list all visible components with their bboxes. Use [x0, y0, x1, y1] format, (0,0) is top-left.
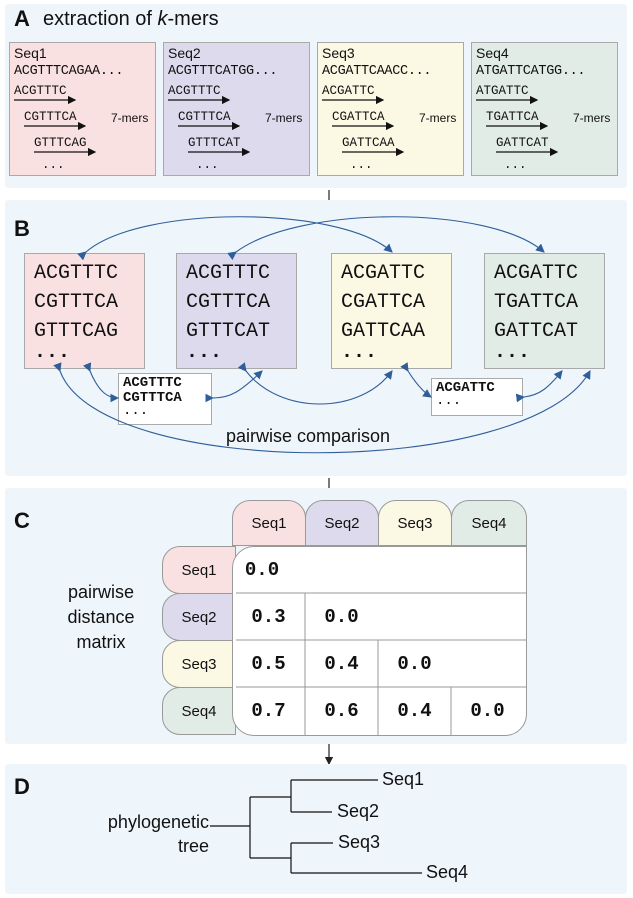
- kmer: CGTTTCA: [186, 291, 271, 314]
- kmer: GATTCAA: [341, 320, 426, 343]
- kmer-length-label: 7-mers: [111, 111, 149, 125]
- panel-d-label: D: [14, 774, 30, 799]
- kmer-set-seq1: ACGTTTC CGTTTCA GTTTCAG ...: [24, 253, 145, 369]
- matrix-cell: 0.0: [324, 606, 359, 628]
- kmer: CGATTCA: [332, 110, 385, 124]
- column-header-seq3: Seq3: [378, 500, 452, 546]
- kmer-ellipsis: ...: [494, 341, 531, 364]
- shared-kmer: ACGTTTC: [123, 375, 182, 391]
- matrix-cell: 0.0: [244, 559, 280, 581]
- seq-sequence: ACGTTTCATGG...: [168, 64, 278, 79]
- matrix-cell: 0.3: [251, 606, 286, 628]
- kmer: GATTCAT: [496, 136, 549, 150]
- kmer-ellipsis: ...: [341, 341, 378, 364]
- kmer: GTTTCAT: [188, 136, 241, 150]
- shared-kmers-seq3-seq4: ACGATTC ...: [431, 378, 523, 416]
- panel-a-title: extraction of k-mers: [43, 8, 219, 30]
- kmer: CGATTCA: [341, 291, 426, 314]
- seq-sequence: ATGATTCATGG...: [476, 64, 586, 79]
- row-header-seq1: Seq1: [162, 546, 236, 594]
- seq-name: Seq4: [476, 45, 509, 61]
- kmer-ellipsis: ...: [34, 341, 71, 364]
- kmer-ellipsis: ...: [186, 341, 223, 364]
- kmer: GATTCAT: [494, 320, 579, 343]
- shared-kmer-ellipsis: ...: [123, 403, 149, 419]
- column-header-seq1: Seq1: [232, 500, 306, 546]
- kmer: CGTTTCA: [34, 291, 119, 314]
- kmer-length-label: 7-mers: [573, 111, 611, 125]
- kmer: ACGATTC: [322, 84, 375, 98]
- panel-b-label: B: [14, 216, 30, 241]
- matrix-cell: 0.0: [397, 653, 432, 675]
- matrix-cell: 0.4: [397, 700, 432, 722]
- panel-d: D phylogenetic tree: [5, 764, 627, 894]
- kmer-ellipsis: ...: [350, 158, 373, 172]
- kmer: ACGTTTC: [14, 84, 67, 98]
- matrix-side-label: pairwise distance matrix: [67, 582, 135, 652]
- matrix-cell: 0.0: [470, 700, 505, 722]
- tree-leaf-seq4: Seq4: [426, 862, 469, 882]
- seq4-box: Seq4 ATGATTCATGG... ATGATTC TGATTCA GATT…: [471, 42, 618, 176]
- kmer-ellipsis: ...: [196, 158, 219, 172]
- shared-kmer-ellipsis: ...: [436, 393, 462, 409]
- tree-leaf-seq2: Seq2: [337, 801, 380, 821]
- kmer: GTTTCAT: [186, 320, 271, 343]
- seq-name: Seq2: [168, 45, 201, 61]
- seq-name: Seq1: [14, 45, 47, 61]
- column-header-seq2: Seq2: [305, 500, 379, 546]
- tree-side-label: phylogenetic tree: [107, 812, 209, 856]
- column-header-seq4: Seq4: [451, 500, 527, 546]
- kmer: ATGATTC: [476, 84, 529, 98]
- seq-name: Seq3: [322, 45, 355, 61]
- seq1-box: Seq1 ACGTTTCAGAA... ACGTTTC CGTTTCA GTTT…: [9, 42, 156, 176]
- shared-kmers-seq1-seq2: ACGTTTC CGTTTCA ...: [118, 373, 212, 425]
- kmer-ellipsis: ...: [504, 158, 527, 172]
- kmer-length-label: 7-mers: [419, 111, 457, 125]
- kmer: GTTTCAG: [34, 320, 119, 343]
- kmer: ACGATTC: [494, 262, 579, 285]
- distance-matrix: [232, 546, 527, 736]
- row-header-seq4: Seq4: [162, 687, 236, 735]
- kmer: GATTCAA: [342, 136, 395, 150]
- kmer-ellipsis: ...: [42, 158, 65, 172]
- kmer: TGATTCA: [486, 110, 539, 124]
- panel-a: A extraction of k-mers Seq1 ACGTTTCAGAA.…: [5, 4, 627, 188]
- matrix-cell: 0.7: [251, 700, 286, 722]
- kmer-set-seq4: ACGATTC TGATTCA GATTCAT ...: [484, 253, 605, 369]
- tree-leaf-seq1: Seq1: [382, 769, 425, 789]
- matrix-cell: 0.4: [324, 653, 359, 675]
- matrix-cell: 0.5: [251, 653, 286, 675]
- row-header-seq2: Seq2: [162, 593, 236, 641]
- pairwise-comparison-caption: pairwise comparison: [226, 426, 391, 446]
- kmer: ACGTTTC: [186, 262, 271, 285]
- kmer-set-seq2: ACGTTTC CGTTTCA GTTTCAT ...: [176, 253, 297, 369]
- kmer: TGATTCA: [494, 291, 579, 314]
- matrix-cell: 0.6: [324, 700, 359, 722]
- kmer: CGTTTCA: [24, 110, 77, 124]
- seq3-box: Seq3 ACGATTCAACC... ACGATTC CGATTCA GATT…: [317, 42, 464, 176]
- row-header-seq3: Seq3: [162, 640, 236, 688]
- panel-c-label: C: [14, 508, 30, 533]
- kmer: ACGATTC: [341, 262, 426, 285]
- seq-sequence: ACGTTTCAGAA...: [14, 64, 124, 79]
- seq2-box: Seq2 ACGTTTCATGG... ACGTTTC CGTTTCA GTTT…: [163, 42, 310, 176]
- kmer-arrows: [14, 95, 559, 157]
- kmer: ACGTTTC: [34, 262, 119, 285]
- seq-sequence: ACGATTCAACC...: [322, 64, 432, 79]
- kmer: ACGTTTC: [168, 84, 221, 98]
- kmer: CGTTTCA: [178, 110, 231, 124]
- kmer-length-label: 7-mers: [265, 111, 303, 125]
- kmer: GTTTCAG: [34, 136, 87, 150]
- tree-leaf-seq3: Seq3: [338, 832, 381, 852]
- kmer-set-seq3: ACGATTC CGATTCA GATTCAA ...: [331, 253, 452, 369]
- panel-a-label: A: [14, 6, 30, 31]
